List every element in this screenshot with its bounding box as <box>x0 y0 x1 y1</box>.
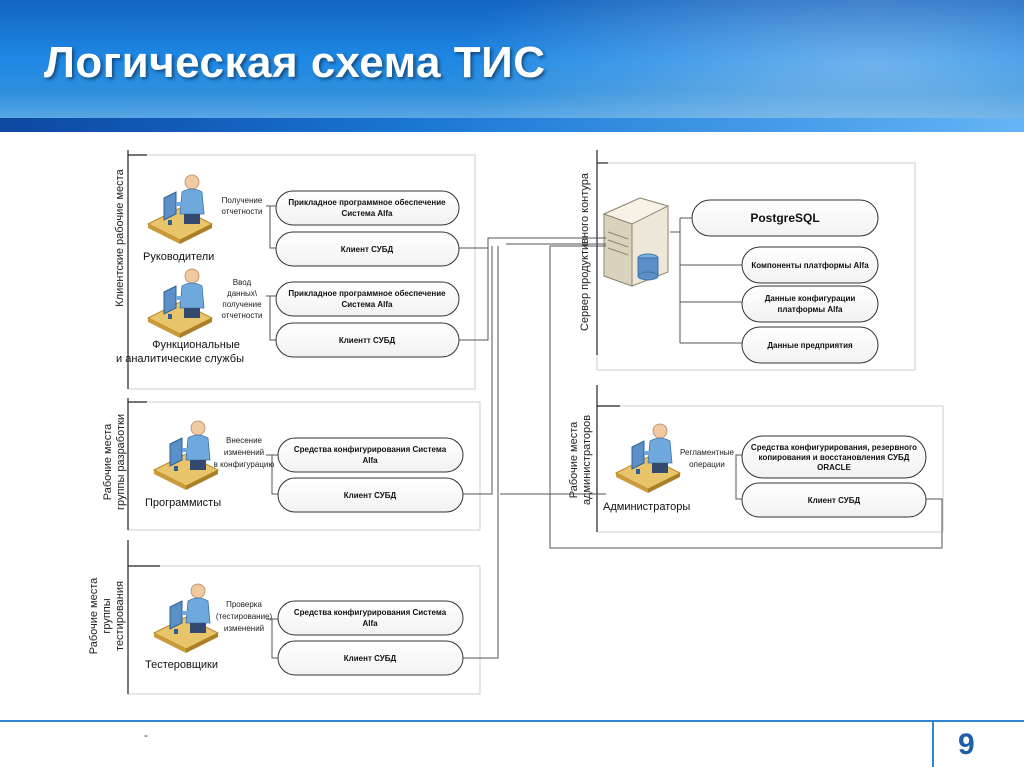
admin-tools-box <box>741 435 927 479</box>
testers-operation-label: Проверка(тестирование)изменений <box>216 600 273 633</box>
dbms-client-label-dev: Клиент СУБД <box>344 491 397 500</box>
footer-mark: - <box>144 728 148 742</box>
slide-title: Логическая схема ТИС <box>44 38 546 87</box>
role-programmers: Программисты <box>145 497 221 509</box>
title-bar <box>0 0 1024 132</box>
server-group-label: Сервер продуктивного контура <box>579 172 591 331</box>
config-tools-box-dev <box>277 437 464 473</box>
enterprise-data-label: Данные предприятия <box>767 341 853 350</box>
platform-components-box <box>741 246 879 284</box>
analyst-workstation-icon <box>147 268 213 339</box>
title-bar-band <box>0 118 1024 132</box>
dbms-client-box-test <box>277 640 464 676</box>
postgresql-box <box>691 199 879 237</box>
dbms-client-label-2: Клиентт СУБД <box>339 336 396 345</box>
programmer-workstation-icon <box>153 420 219 491</box>
lane-markers <box>127 150 620 694</box>
title-bar-highlight <box>384 0 1024 132</box>
server-icon <box>602 197 670 287</box>
dbms-client-box-dev <box>277 477 464 513</box>
dbms-client-box-1 <box>275 231 460 267</box>
admin-group-label: Рабочие местаадминистраторов <box>568 415 593 505</box>
dbms-client-label-test: Клиент СУБД <box>344 654 397 663</box>
platform-config-box <box>741 285 879 323</box>
role-admins: Администраторы <box>603 501 690 513</box>
page-number-box <box>932 722 1024 767</box>
dbms-client-label-admin: Клиент СУБД <box>808 496 861 505</box>
test-group-label: Рабочие местагруппытестирования <box>88 577 126 654</box>
manager-workstation-icon <box>147 174 213 245</box>
page-number: 9 <box>958 728 975 761</box>
role-managers: Руководители <box>143 251 214 263</box>
client-group-label: Клиентские рабочие места <box>114 168 126 306</box>
app-software-box-2 <box>275 281 460 317</box>
enterprise-data-box <box>741 326 879 364</box>
footer-line <box>0 720 1024 722</box>
dbms-client-box-2 <box>275 322 460 358</box>
app-software-box-1 <box>275 190 460 226</box>
config-tools-box-test <box>277 600 464 636</box>
role-testers: Тестеровщики <box>145 659 218 671</box>
tester-workstation-icon <box>153 583 219 654</box>
admin-workstation-icon <box>615 423 681 494</box>
dbms-client-box-admin <box>741 482 927 518</box>
postgresql-label: PostgreSQL <box>750 211 819 225</box>
dbms-client-label-1: Клиент СУБД <box>341 245 394 254</box>
dev-group-label: Рабочие местагруппы разработки <box>102 414 127 510</box>
connector-lines <box>266 205 943 659</box>
platform-components-label: Компоненты платформы Alfa <box>751 261 869 270</box>
